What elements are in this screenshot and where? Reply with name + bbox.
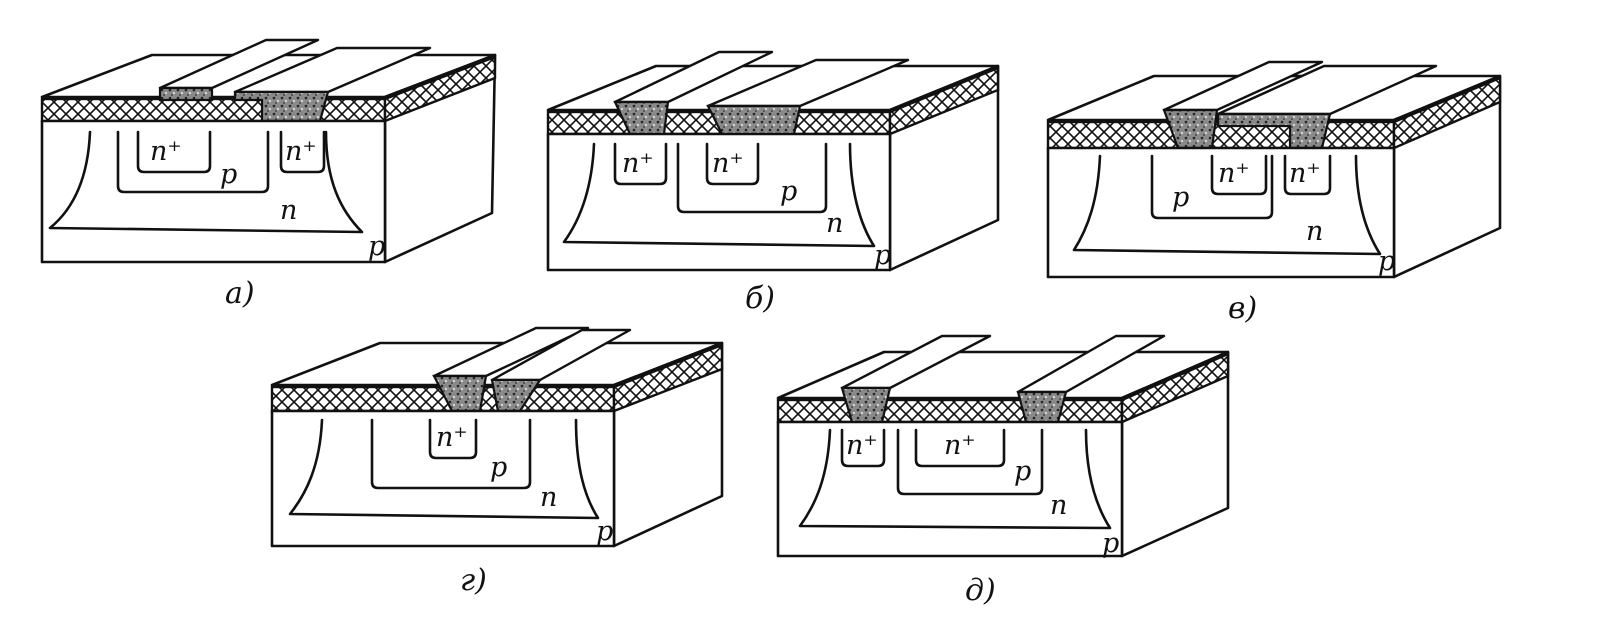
panel-caption: г) [460,563,487,598]
oxide-layer [40,97,387,123]
region-label-n-plus: n⁺ [622,148,654,179]
panel-v: n⁺ n⁺ p n p в) [1046,60,1502,326]
oxide-layer-side [383,55,497,123]
block-front-face [270,409,616,548]
region-label-p-substrate: p [1102,528,1119,559]
region-label-n: n [1050,490,1067,521]
block-front-face [546,132,892,272]
panel-d: n⁺ n⁺ p n p д) [776,334,1230,608]
isolation-boundary [1072,154,1382,256]
isolation-boundary [562,142,876,248]
emitter-region [1210,154,1268,196]
region-label-p-substrate: p [1378,246,1395,277]
oxide-layer [776,398,1124,424]
region-label-n: n [280,195,297,226]
emitter-region [136,130,212,174]
metal-contact [706,104,802,136]
collector-contact-region [279,130,326,174]
oxide-layer-side [888,66,1000,136]
region-label-n: n [540,482,557,513]
base-region [1150,154,1274,220]
panel-caption: а) [225,276,255,311]
panel-caption: б) [745,281,775,316]
collector-contact-region [1283,154,1332,196]
base-region [116,130,270,194]
base-region [676,142,828,214]
region-label-p-substrate: p [596,516,613,547]
region-label-n: n [826,208,843,239]
region-label-n-plus: n⁺ [944,430,976,461]
region-label-n-plus: n⁺ [1218,158,1250,189]
emitter-region [613,142,668,186]
panel-caption: в) [1228,291,1257,326]
panel-caption: д) [965,573,996,608]
panel-a: n⁺ n⁺ p n p а) [40,38,497,311]
isolation-boundary [798,428,1112,530]
panel-g: n⁺ p n p г) [270,326,724,598]
region-label-p: p [780,176,797,207]
emitter-region [914,428,1006,468]
base-region [370,418,532,490]
region-label-n-plus: n⁺ [1289,158,1321,189]
isolation-boundary [288,418,600,520]
region-label-n-plus: n⁺ [150,136,182,167]
block-front-face [1046,146,1396,279]
region-label-p-substrate: p [368,231,385,262]
oxide-layer-side [1392,76,1502,150]
region-label-p: p [220,159,237,190]
emitter-region [840,428,886,468]
region-label-p-substrate: p [874,240,891,271]
region-label-p: p [1172,182,1189,213]
emitter-region [705,142,760,186]
metal-contact [158,86,214,102]
base-region [896,428,1044,496]
region-label-n-plus: n⁺ [436,422,468,453]
region-label-n: n [1306,216,1323,247]
region-label-n-plus: n⁺ [712,148,744,179]
oxide-layer-side [1120,352,1230,424]
emitter-region [428,418,478,460]
isolation-boundary [48,130,364,234]
region-label-n-plus: n⁺ [285,136,317,167]
block-front-face [776,420,1124,558]
panel-b: n⁺ n⁺ p n p б) [546,50,1000,316]
metal-contact [1016,390,1068,424]
region-label-p: p [490,452,507,483]
region-label-n-plus: n⁺ [846,430,878,461]
region-label-p: p [1014,456,1031,487]
oxide-layer-side [612,343,724,413]
